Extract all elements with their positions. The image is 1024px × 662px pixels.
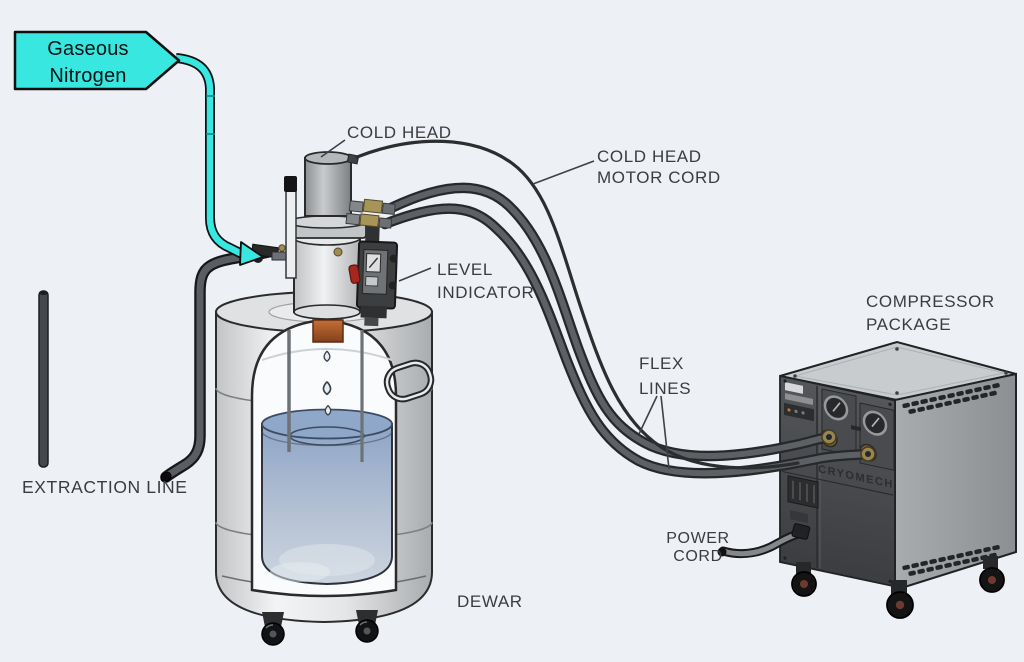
compressor-package-label: COMPRESSOR PACKAGE [866, 292, 995, 334]
nitrogen-supply-tube [175, 53, 264, 266]
dewar-caster [355, 610, 379, 643]
liquid-nitrogen [261, 408, 393, 586]
cold-head-label: COLD HEAD [347, 123, 452, 142]
hose-couplings [345, 198, 396, 229]
relief-pipe [284, 176, 297, 279]
cold-head-motor-cord-cable [355, 139, 800, 470]
gaseous-nitrogen-label-line2: Nitrogen [49, 65, 127, 87]
cold-head-leader [320, 139, 346, 158]
compressor-caster [886, 580, 914, 619]
leader-lines [320, 139, 670, 470]
extraction-line-label: EXTRACTION LINE [22, 477, 188, 497]
gaseous-nitrogen-banner [13, 30, 181, 91]
gaseous-nitrogen-label: Gaseous Nitrogen [12, 36, 164, 90]
pressure-gauge [823, 395, 849, 421]
flex-lines-label: FLEX LINES [639, 354, 692, 398]
dewar-label: DEWAR [457, 592, 523, 611]
compressor-caster [979, 556, 1005, 593]
level-indicator-device [348, 225, 399, 327]
flex-lines [355, 139, 874, 479]
nitrogen-flow-arrow [239, 241, 264, 266]
dewar [215, 291, 435, 646]
motor-cord-leader [532, 160, 595, 185]
dewar-cutaway [250, 299, 398, 598]
level-indicator-label: LEVEL INDICATOR [437, 260, 535, 302]
pressure-gauge [862, 410, 888, 436]
flex-lines-leader [660, 395, 670, 470]
breaker-block [787, 475, 819, 509]
level-indicator-leader [398, 267, 432, 282]
level-indicator-lever [348, 264, 361, 284]
dewar-caster [261, 612, 285, 646]
liquid-droplets [322, 350, 332, 416]
cold-head [284, 151, 367, 320]
compressor-caster [791, 562, 817, 597]
cold-head-motor-cord-label: COLD HEAD MOTOR CORD [597, 147, 721, 187]
dewar-handle [383, 359, 435, 403]
compressor-package: CRYOMECH [779, 340, 1017, 619]
compressor-front-panel: CRYOMECH [779, 374, 896, 588]
hose-end-nuts [821, 429, 876, 462]
fill-valve [333, 247, 343, 257]
power-cord-label: POWER CORD [666, 530, 730, 565]
left-vent-pipe [38, 290, 49, 468]
power-cord-cable [717, 523, 811, 559]
flex-lines-leader [638, 395, 658, 435]
gaseous-nitrogen-label-line1: Gaseous [47, 38, 129, 60]
